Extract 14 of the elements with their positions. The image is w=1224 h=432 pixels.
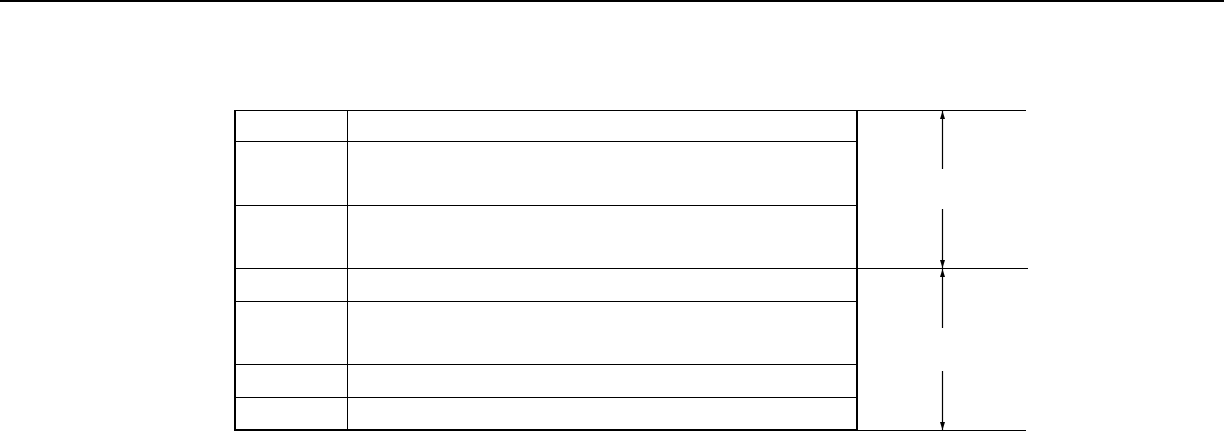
empty-cell: [234, 141, 347, 205]
empty-cell: [234, 397, 347, 431]
empty-cell: [347, 268, 858, 301]
empty-cell: [347, 110, 858, 141]
empty-cell: [347, 397, 858, 431]
empty-cell: [234, 268, 347, 301]
empty-cell: [347, 205, 858, 268]
empty-cell: [234, 301, 347, 364]
empty-cell: [347, 301, 858, 364]
empty-cell: [234, 110, 347, 141]
empty-cell: [347, 364, 858, 397]
empty-cell: [347, 141, 858, 205]
empty-cell: [234, 205, 347, 268]
empty-cell: [234, 364, 347, 397]
